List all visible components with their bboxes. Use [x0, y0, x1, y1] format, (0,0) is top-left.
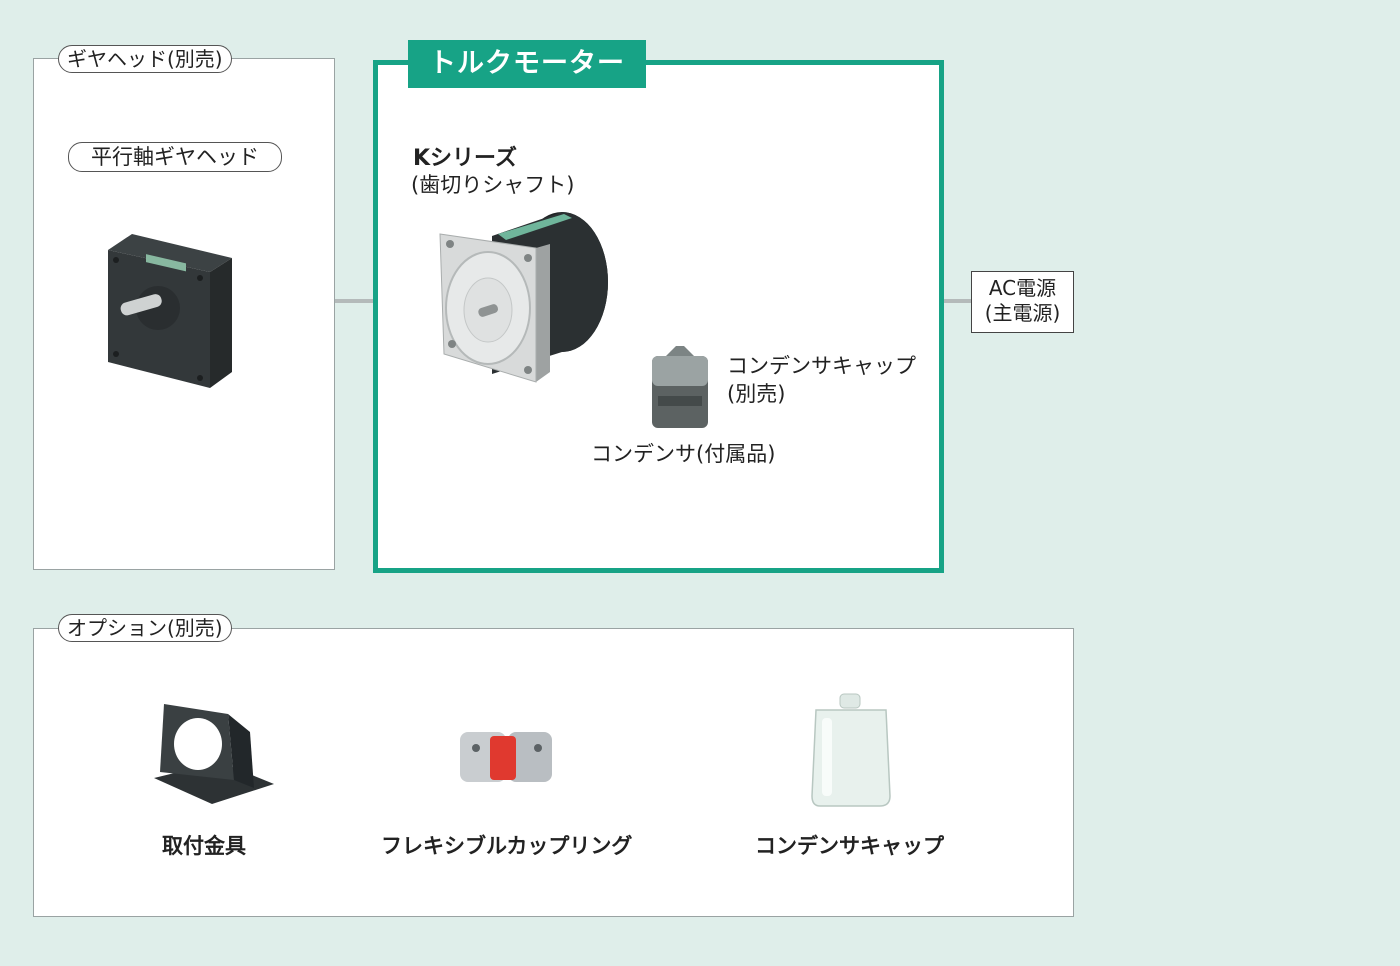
option-label-capacitor-cap: コンデンサキャップ — [755, 834, 944, 858]
capacitor-icon — [652, 346, 708, 428]
flexible-coupling-icon — [460, 732, 552, 782]
torque-motor-title: トルクモーター — [408, 40, 646, 88]
capacitor-icon-label — [658, 396, 702, 406]
mounting-bracket-icon — [154, 704, 274, 804]
gearhead-icon-screw — [113, 351, 119, 357]
coupling-icon-right-hub — [508, 732, 552, 782]
cap-icon-highlight — [822, 718, 832, 796]
coupling-icon-screw — [472, 744, 480, 752]
capacitor-cap-label: コンデンサキャップ — [727, 354, 916, 378]
bracket-icon-hole — [174, 718, 222, 770]
motor-icon-hole — [524, 254, 532, 262]
motor-icon-hole — [446, 240, 454, 248]
motor-icon-flange-side — [536, 244, 550, 382]
gearhead-icon — [108, 234, 232, 388]
ac-power-main-label: (主電源) — [984, 301, 1061, 325]
capacitor-label: コンデンサ(付属品) — [591, 442, 776, 466]
gearhead-icon-screw — [113, 257, 119, 263]
gearhead-icon-top — [108, 234, 232, 272]
motor-icon-hole — [448, 340, 456, 348]
motor-icon-label-band — [498, 214, 572, 240]
gearhead-section-title: ギヤヘッド(別売) — [58, 45, 232, 73]
option-label-mounting-bracket: 取付金具 — [162, 834, 246, 858]
gearhead-icon-label-strip — [146, 254, 186, 272]
coupling-icon-spider — [490, 736, 516, 780]
capacitor-cap-icon — [811, 693, 891, 807]
coupling-icon-screw — [534, 744, 542, 752]
gearhead-icon-screw — [197, 275, 203, 281]
ac-power-box: AC電源 (主電源) — [971, 271, 1074, 333]
series-name: Kシリーズ — [413, 146, 517, 171]
capacitor-icon-lead — [664, 346, 696, 358]
capacitor-cap-sold-separately: (別売) — [727, 382, 786, 406]
torque-motor-icon — [439, 212, 608, 383]
capacitor-icon-cap-cover — [652, 356, 708, 386]
options-section-title: オプション(別売) — [58, 614, 232, 642]
gearhead-icon-screw — [197, 375, 203, 381]
ac-power-label: AC電源 — [988, 276, 1057, 300]
bracket-icon-gusset — [228, 714, 254, 788]
motor-icon-hole — [524, 366, 532, 374]
gearhead-icon-shaft — [120, 294, 162, 316]
gearhead-product-label: 平行軸ギヤヘッド — [68, 142, 282, 172]
series-shaft-type: (歯切りシャフト) — [411, 173, 575, 197]
cap-icon-neck — [839, 693, 861, 709]
motor-icon-shaft — [478, 304, 499, 317]
option-label-flexible-coupling: フレキシブルカップリング — [381, 834, 633, 858]
gearhead-icon-side — [210, 258, 232, 388]
